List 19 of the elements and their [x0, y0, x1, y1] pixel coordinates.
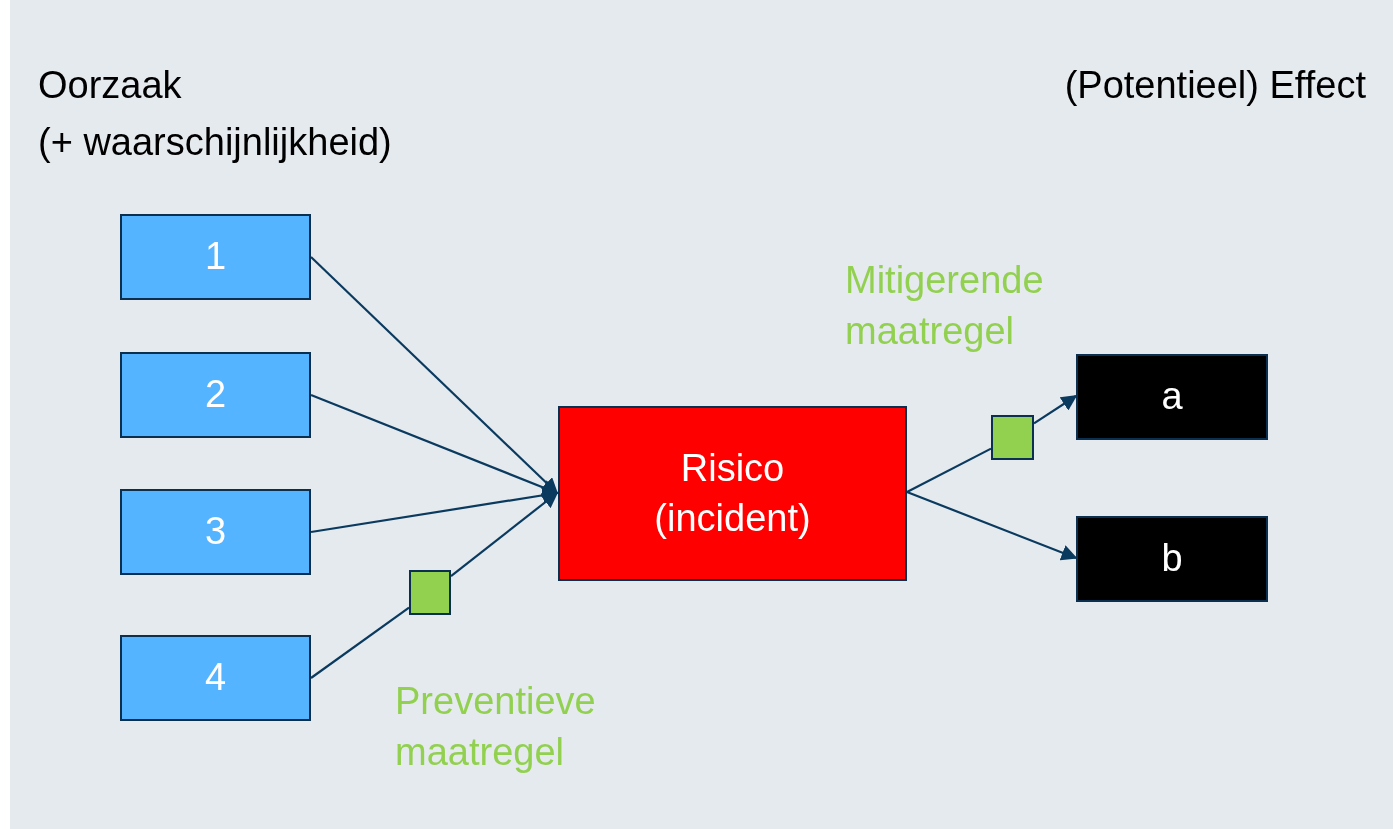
risk-box: Risico (incident) [558, 406, 907, 581]
connector-line [906, 447, 992, 493]
measure-caption: Preventieve maatregel [395, 679, 597, 776]
cause-box: 2 [120, 352, 311, 438]
measure-square [409, 570, 451, 615]
column-heading: Oorzaak [38, 63, 183, 108]
measure-caption: Mitigerende maatregel [845, 258, 1045, 355]
arrow [1033, 395, 1078, 425]
arrow [906, 490, 1078, 561]
arrow [450, 492, 559, 577]
column-heading: (Potentieel) Effect [1063, 63, 1366, 108]
connector-line [310, 606, 410, 679]
effect-box: a [1076, 354, 1268, 440]
measure-square [991, 415, 1034, 460]
cause-box: 4 [120, 635, 311, 721]
effect-box: b [1076, 516, 1268, 602]
cause-box: 1 [120, 214, 311, 300]
cause-box: 3 [120, 489, 311, 575]
heading-note: (+ waarschijnlijkheid) [38, 120, 393, 165]
